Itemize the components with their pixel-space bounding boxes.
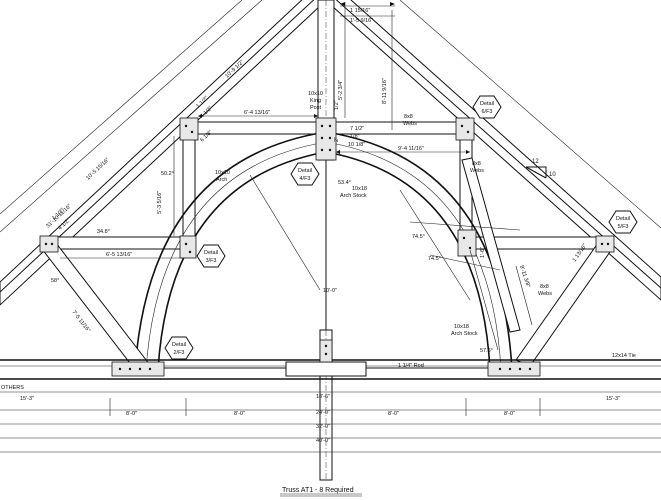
svg-text:15'-3": 15'-3" bbox=[20, 396, 34, 402]
svg-text:8'-0": 8'-0" bbox=[388, 411, 399, 417]
detail-tag-6f3[interactable]: Detail 6/F3 bbox=[472, 95, 502, 119]
svg-text:57.6°: 57.6° bbox=[480, 348, 493, 354]
sheet-title: Truss AT1 - 8 Required bbox=[282, 487, 354, 494]
svg-text:74.5°: 74.5° bbox=[412, 234, 425, 240]
arch-stock-label-2: Arch Stock bbox=[340, 193, 367, 199]
svg-text:8'-0": 8'-0" bbox=[234, 411, 245, 417]
tension-rod bbox=[160, 361, 490, 377]
arch-stock-label-1: 10x18 bbox=[352, 186, 367, 192]
diagonal-web-right bbox=[515, 242, 613, 367]
detail-tag-2f3[interactable]: Detail 2/F3 bbox=[164, 336, 194, 360]
member-labels: 10x10 King Post 10x10 Arch 10x18 Arch St… bbox=[1, 91, 636, 391]
svg-text:8'-11 9/16": 8'-11 9/16" bbox=[382, 78, 388, 104]
rod-label: 1 1/4" Rod bbox=[398, 363, 424, 369]
svg-text:5/F3: 5/F3 bbox=[617, 224, 628, 230]
svg-text:10'-0": 10'-0" bbox=[323, 288, 337, 294]
bolts bbox=[44, 124, 610, 371]
svg-text:6'-5 13/16": 6'-5 13/16" bbox=[106, 252, 132, 258]
arch-label-2: Arch bbox=[216, 177, 227, 183]
svg-text:2": 2" bbox=[334, 137, 340, 142]
svg-text:Detail: Detail bbox=[298, 168, 312, 174]
dimension-lines bbox=[0, 2, 661, 453]
detail-tag-3f3[interactable]: Detail 3/F3 bbox=[196, 244, 226, 268]
svg-text:15'-3": 15'-3" bbox=[606, 396, 620, 402]
svg-text:Detail: Detail bbox=[204, 250, 218, 256]
svg-text:4/F3: 4/F3 bbox=[299, 176, 310, 182]
others-label: OTHERS bbox=[1, 385, 24, 391]
webs-mid-label-2: Webs bbox=[470, 168, 484, 174]
svg-text:1/2": 1/2" bbox=[334, 100, 340, 110]
sheet-title-block: Truss AT1 - 8 Required bbox=[280, 487, 362, 497]
svg-text:1/8": 1/8" bbox=[350, 134, 360, 140]
svg-text:8'-11 3/8": 8'-11 3/8" bbox=[518, 265, 531, 289]
pitch-run: 10 bbox=[549, 172, 556, 178]
svg-text:1'-6": 1'-6" bbox=[480, 247, 486, 258]
vertical-web-left bbox=[182, 121, 196, 251]
svg-text:24'-0": 24'-0" bbox=[316, 410, 330, 416]
svg-text:5'-3 5/16": 5'-3 5/16" bbox=[157, 191, 163, 214]
svg-text:8'-0": 8'-0" bbox=[126, 411, 137, 417]
detail-tag-4f3[interactable]: Detail 4/F3 bbox=[290, 162, 320, 186]
diagonal-web-left bbox=[41, 242, 151, 372]
webs-top-label-1: 8x8 bbox=[404, 114, 413, 120]
lower-collar-beam-left bbox=[41, 236, 193, 250]
arch-label-1: 10x10 bbox=[215, 170, 230, 176]
left-rafter bbox=[0, 0, 321, 306]
svg-text:Detail: Detail bbox=[172, 342, 186, 348]
webs-mid-label-1: 8x8 bbox=[472, 161, 481, 167]
arrows bbox=[198, 2, 470, 154]
inner-diagonal-right bbox=[461, 157, 521, 333]
svg-text:7 1/2": 7 1/2" bbox=[350, 126, 364, 132]
svg-text:1'-5 9/16": 1'-5 9/16" bbox=[350, 18, 373, 24]
pitch-rise: 12 bbox=[532, 159, 539, 165]
svg-text:8'-0": 8'-0" bbox=[504, 411, 515, 417]
detail-tag-5f3[interactable]: Detail 5/F3 bbox=[608, 210, 638, 234]
outer-rafter-lines bbox=[0, 0, 661, 233]
svg-text:18'-6": 18'-6" bbox=[316, 394, 330, 400]
arch-stock-label-3: 10x18 bbox=[454, 324, 469, 330]
arch-stock-label-4: Arch Stock bbox=[451, 331, 478, 337]
king-post bbox=[317, 0, 335, 481]
webs-right-label-2: Webs bbox=[538, 291, 552, 297]
svg-text:2/F3: 2/F3 bbox=[173, 350, 184, 356]
svg-text:10'-5 15/16": 10'-5 15/16" bbox=[85, 157, 111, 181]
king-post-label-3: Post bbox=[310, 105, 321, 111]
svg-text:6'-4 13/16": 6'-4 13/16" bbox=[244, 110, 270, 116]
svg-text:6/F3: 6/F3 bbox=[481, 109, 492, 115]
svg-text:Detail: Detail bbox=[616, 216, 630, 222]
svg-text:74.5°: 74.5° bbox=[428, 256, 441, 262]
webs-top-label-2: Webs bbox=[403, 121, 417, 127]
svg-text:1 15/16": 1 15/16" bbox=[350, 8, 370, 14]
tie-label: 12x14 Tie bbox=[612, 353, 636, 359]
svg-text:40'-0": 40'-0" bbox=[316, 438, 330, 444]
svg-text:7'-5 11/16": 7'-5 11/16" bbox=[70, 310, 91, 334]
svg-text:10 1/8": 10 1/8" bbox=[348, 142, 365, 148]
svg-text:34.8°: 34.8° bbox=[97, 229, 110, 235]
svg-text:50.2°: 50.2° bbox=[161, 171, 174, 177]
king-post-label-1: 10x10 bbox=[308, 91, 323, 97]
svg-text:32'-0": 32'-0" bbox=[316, 424, 330, 430]
svg-text:58°: 58° bbox=[51, 278, 59, 284]
pitch-symbol: 12 10 bbox=[525, 159, 556, 179]
svg-text:3/F3: 3/F3 bbox=[205, 258, 216, 264]
detail-tag-ref: 6/F3 bbox=[481, 109, 492, 115]
svg-text:9'-4 11/16": 9'-4 11/16" bbox=[398, 146, 424, 152]
svg-text:53.4°: 53.4° bbox=[338, 180, 351, 186]
svg-text:Detail: Detail bbox=[480, 101, 494, 107]
webs-right-label-1: 8x8 bbox=[540, 284, 549, 290]
king-post-label-2: King bbox=[310, 98, 321, 104]
svg-text:5'-2 3/4": 5'-2 3/4" bbox=[338, 80, 344, 100]
detail-tag-label: Detail bbox=[480, 101, 494, 107]
